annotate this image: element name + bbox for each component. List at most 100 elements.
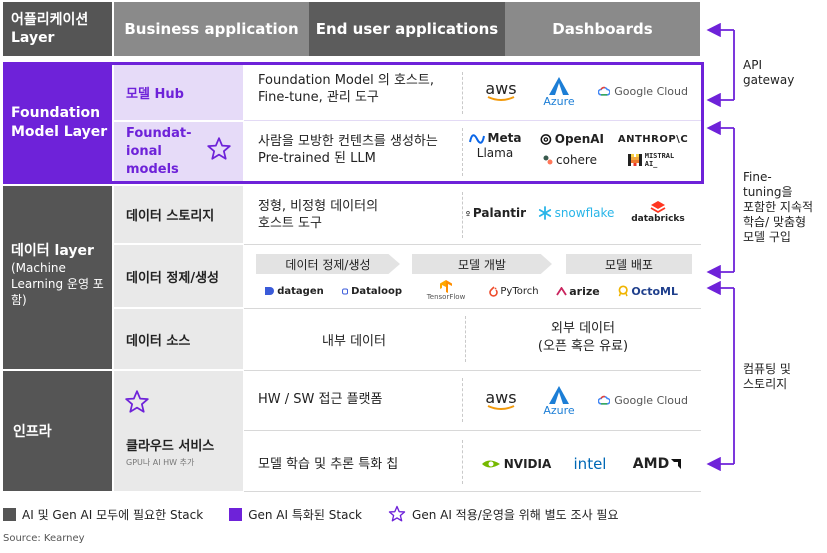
- azure-logo-text: Azure: [543, 94, 575, 108]
- stage-develop-label: 모델 개발: [458, 257, 506, 272]
- cohere-text: cohere: [556, 153, 597, 167]
- legend-swatch-purple: [229, 507, 243, 521]
- legend-text-research: Gen AI 적용/운영을 위해 별도 조사 필요: [412, 507, 619, 522]
- cloud-service-cell: 클라우드 서비스 GPU나 AI HW 추가: [114, 371, 243, 491]
- layer-foundation: Foundation Model Layer: [3, 62, 112, 184]
- openai-logo: OpenAI: [540, 131, 604, 147]
- google-cloud-icon: [598, 86, 611, 96]
- stage-develop: 모델 개발: [412, 254, 552, 274]
- aws-smile-icon: [487, 96, 515, 101]
- fm-desc: 사람을 모방한 컨텐츠를 생성하는 Pre-trained 된 LLM: [244, 133, 459, 167]
- anthropic-logo: ANTHROP\C: [618, 131, 688, 147]
- meta-icon: [468, 133, 485, 144]
- model-hub-cell: 모델 Hub: [114, 65, 243, 120]
- app-header-dashboards-label: Dashboards: [552, 20, 653, 38]
- app-header-enduser-label: End user applications: [315, 20, 499, 38]
- app-header-business-label: Business application: [124, 20, 299, 38]
- llama-text: Llama: [476, 146, 514, 160]
- star-icon: [125, 390, 149, 413]
- azure-logo: Azure: [536, 74, 582, 110]
- foundational-models-cell: Foundat- ional models: [114, 122, 243, 181]
- cloud-service-label: 클라우드 서비스: [126, 439, 215, 454]
- intel-text: intel: [573, 455, 607, 473]
- amd-arrow-icon: [671, 459, 682, 469]
- layer-app: 어플리케이션 Layer: [3, 2, 112, 56]
- dataloop-icon: [342, 288, 349, 294]
- datagen-icon: [265, 287, 275, 295]
- octoml-logo: OctoML: [618, 284, 678, 298]
- api-gateway-annotation: API gateway: [743, 58, 823, 88]
- datagen-text: datagen: [277, 285, 324, 297]
- cloud-service-sub: GPU나 AI HW 추가: [126, 458, 195, 467]
- model-hub-label: 모델 Hub: [126, 87, 184, 102]
- bracket-arrows: [706, 22, 735, 472]
- tensorflow-text: TensorFlow: [426, 292, 466, 301]
- internal-data-label: 내부 데이터: [322, 333, 386, 349]
- divider-hub: [462, 72, 463, 114]
- source-text: Source: Kearney: [3, 533, 85, 544]
- aws-logo: aws: [476, 389, 526, 413]
- octoml-text: OctoML: [631, 284, 678, 298]
- divider-chips: [462, 440, 463, 484]
- model-hub-desc: Foundation Model 의 호스트, Fine-tune, 관리 도구: [244, 72, 459, 106]
- fine-tuning-line-4: 학습/ 맞춤형: [743, 215, 807, 229]
- pytorch-icon: [489, 285, 499, 297]
- azure-icon: [549, 76, 569, 95]
- layer-infra-label: 인프라: [13, 424, 52, 440]
- azure-logo-text: Azure: [543, 403, 575, 417]
- legend-swatch-dark: [3, 507, 16, 521]
- fine-tuning-line-3: 포함한 지속적: [743, 200, 814, 214]
- octoml-icon: [618, 285, 628, 297]
- google-cloud-logo: Google Cloud: [598, 391, 688, 409]
- data-storage-cell: 데이터 스토리지: [114, 186, 243, 243]
- external-data-line-1: 외부 데이터: [551, 321, 615, 336]
- meta-llama-logo: Meta Llama: [466, 130, 524, 162]
- fm-desc-line-2: Pre-trained 된 LLM: [258, 151, 376, 166]
- tensorflow-logo: TensorFlow: [420, 278, 472, 302]
- layer-app-label: 어플리케이션 Layer: [11, 12, 89, 46]
- google-cloud-text: Google Cloud: [614, 84, 688, 98]
- divider-source-row: [244, 370, 701, 371]
- data-source-label: 데이터 소스: [126, 333, 191, 349]
- storage-desc: 정형, 비정형 데이터의 호스트 도구: [244, 198, 454, 232]
- api-gateway-line-1: API: [743, 58, 762, 72]
- mistral-logo: MISTRAL AI_: [624, 151, 678, 169]
- tensorflow-icon: [440, 279, 452, 293]
- data-source-cell: 데이터 소스: [114, 309, 243, 369]
- aws-logo-text: aws: [485, 388, 517, 407]
- app-header-dashboards: Dashboards: [505, 2, 700, 56]
- internal-data: 내부 데이터: [254, 322, 454, 356]
- legend-text-common: AI 및 Gen AI 모두에 필요한 Stack: [22, 507, 204, 522]
- datagen-logo: datagen: [262, 284, 326, 298]
- fine-tuning-annotation: Fine- tuning을 포함한 지속적 학습/ 맞춤형 모델 구입: [743, 170, 827, 245]
- star-icon: [207, 137, 231, 160]
- aws-logo-text: aws: [485, 79, 517, 98]
- star-icon: [388, 505, 406, 522]
- databricks-icon: [650, 201, 666, 214]
- compute-annotation: 컴퓨팅 및 스토리지: [743, 362, 823, 392]
- hub-desc-line-1: Foundation Model 의 호스트,: [258, 73, 434, 88]
- divider-platform: [462, 378, 463, 422]
- divider-storage: [462, 192, 463, 238]
- dataloop-text: Dataloop: [351, 285, 402, 297]
- palantir-logo: Palantir: [466, 205, 526, 221]
- amd-logo: AMD: [628, 455, 686, 473]
- palantir-icon: [466, 210, 470, 216]
- mistral-icon: [627, 154, 642, 166]
- fm-desc-line-1: 사람을 모방한 컨텐츠를 생성하는: [258, 134, 438, 149]
- layer-infra: 인프라: [3, 371, 112, 491]
- divider-infra-row: [244, 430, 701, 431]
- mistral-text: MISTRAL: [644, 152, 675, 160]
- data-refine-label: 데이터 정제/생성: [126, 270, 219, 286]
- amd-text: AMD: [632, 456, 670, 472]
- fine-tuning-line-2: tuning을: [743, 185, 793, 199]
- mistral-ai-text: AI_: [644, 160, 658, 168]
- layer-data-sub: (Machine Learning 운영 포함): [11, 261, 104, 307]
- arize-icon: [556, 286, 568, 295]
- legend-text-genai: Gen AI 특화된 Stack: [248, 507, 363, 522]
- databricks-text: databricks: [631, 214, 685, 224]
- aws-logo: aws: [476, 80, 526, 104]
- stage-deploy-label: 모델 배포: [605, 257, 653, 272]
- api-gateway-line-2: gateway: [743, 73, 795, 87]
- meta-logo-row: Meta: [468, 131, 521, 146]
